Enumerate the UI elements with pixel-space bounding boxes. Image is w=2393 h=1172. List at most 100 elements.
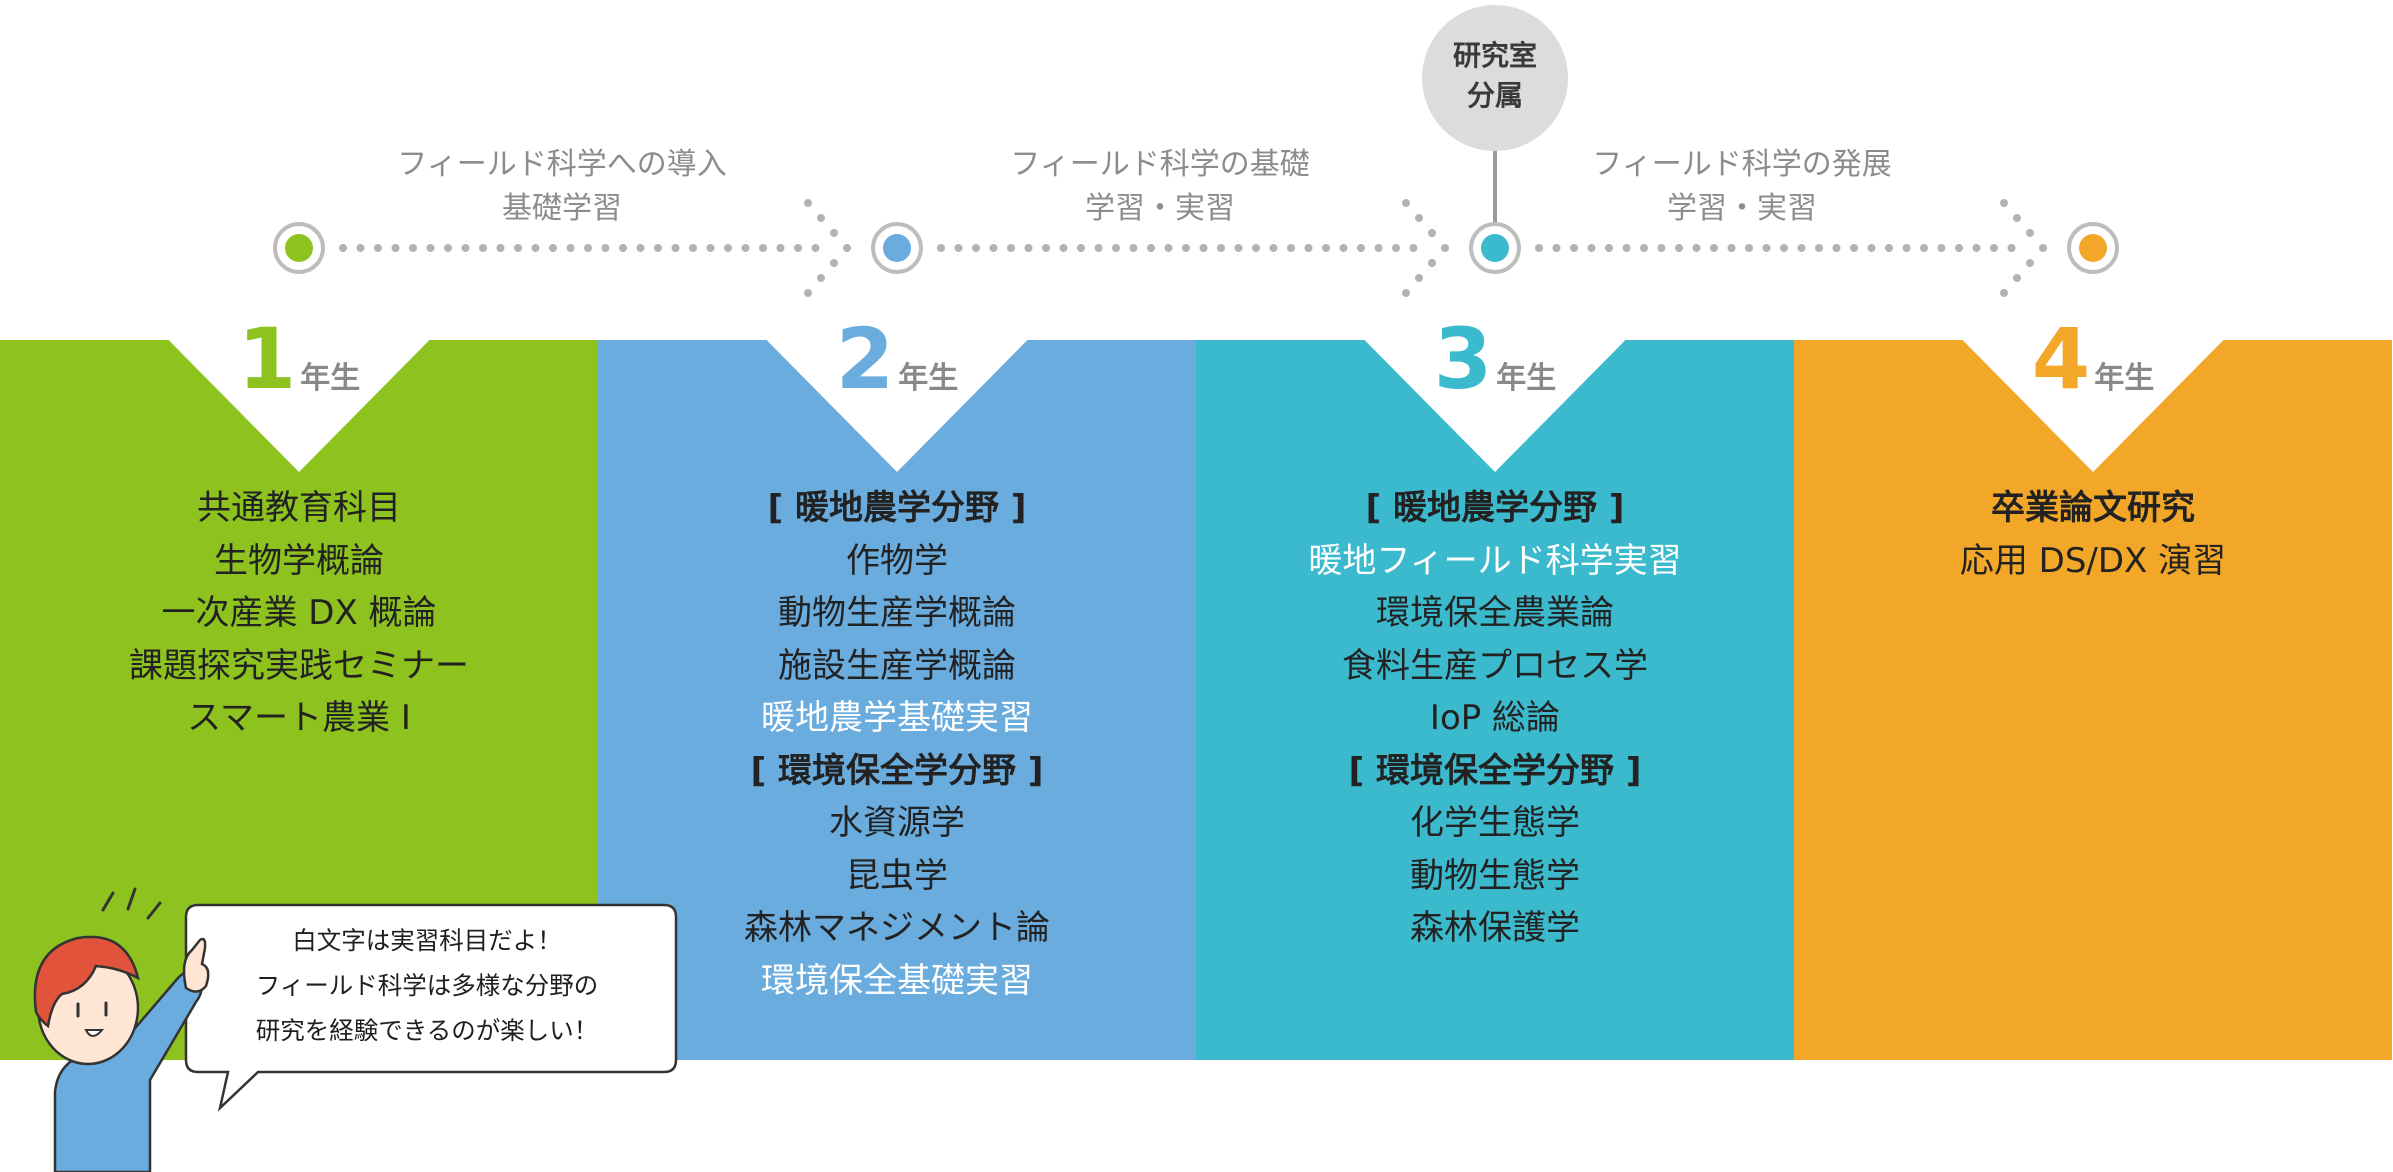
year-suffix: 年生 [1496, 361, 1557, 396]
arrow-dot [817, 274, 825, 282]
milestone-dot [285, 234, 313, 262]
timeline-dot [954, 244, 963, 252]
speech-bubble-text: 白文字は実習科目だよ！ フィールド科学は多様な分野の 研究を経験できるのが楽しい… [178, 918, 676, 1053]
timeline-dot [1199, 244, 1208, 252]
timeline-dot [1322, 244, 1330, 252]
timeline-dot [1409, 244, 1418, 252]
speech-bubble-line: フィールド科学は多様な分野の [255, 971, 599, 1000]
mouth [84, 1029, 105, 1037]
lab-assignment-badge: 研究室 分属 [1422, 5, 1568, 151]
arrow-dot [2013, 214, 2021, 222]
course-group-heading: [ 暖地農学分野 ] [767, 488, 1027, 528]
timeline-dot [1902, 244, 1911, 252]
arrow-dot [2039, 244, 2047, 252]
arrow-dot [2000, 199, 2008, 207]
year-number: 4 [2031, 310, 2091, 408]
milestone-dot [1481, 234, 1509, 262]
course-item: 課題探究実践セミナー [129, 645, 469, 686]
timeline-dot [1675, 244, 1683, 252]
timeline-dot [601, 244, 610, 252]
arrow-dot [2026, 229, 2034, 237]
timeline-dot [972, 244, 980, 252]
timeline-dot [1535, 244, 1543, 252]
excitement-mark [146, 901, 162, 920]
speech-bubble-line: 白文字は実習科目だよ！ [292, 926, 562, 955]
course-group-heading: [ 環境保全学分野 ] [750, 750, 1044, 791]
course-list: 共通教育科目生物学概論一次産業 DX 概論課題探究実践セミナースマート農業 I [0, 482, 598, 745]
timeline-dot [811, 244, 820, 252]
timeline-dot [759, 244, 767, 252]
milestone-dot [883, 234, 911, 262]
timeline-dot [1622, 244, 1631, 252]
timeline-dot [1850, 244, 1858, 252]
timeline-dot [339, 244, 347, 252]
year-1-notch [129, 300, 469, 472]
lab-badge-line: 分属 [1466, 79, 1523, 112]
practice-course-item: 暖地農学基礎実習 [761, 698, 1033, 738]
timeline-dot [531, 244, 540, 252]
speech-bubble-line: 研究を経験できるのが楽しい！ [255, 1016, 599, 1045]
arrow-dot [1441, 244, 1449, 252]
year-2-notch [727, 300, 1067, 472]
timeline-dot [1304, 244, 1313, 252]
timeline-dot [1815, 244, 1823, 252]
lab-badge-line: 研究室 [1452, 39, 1537, 72]
course-item: 共通教育科目 [197, 488, 401, 528]
timeline-dot [1937, 244, 1946, 252]
course-item: 応用 DS/DX 演習 [1959, 540, 2227, 581]
timeline-dot [619, 244, 627, 252]
practice-course-item: 環境保全基礎実習 [761, 960, 1033, 1001]
timeline-dot [1727, 244, 1736, 252]
timeline-dot [479, 244, 487, 252]
phase-label-line: フィールド科学の発展 [1592, 147, 1892, 182]
timeline-dot [706, 244, 715, 252]
timeline-dot [1059, 244, 1068, 252]
timeline-dot [937, 244, 945, 252]
timeline-dot [1007, 244, 1015, 252]
timeline-dot [1164, 244, 1173, 252]
year-4-notch [1923, 300, 2263, 472]
course-group-heading: [ 暖地農学分野 ] [1365, 488, 1625, 528]
arrow-dot [2000, 289, 2008, 297]
timeline-dot [1692, 244, 1701, 252]
course-item: 動物生産学概論 [778, 593, 1016, 633]
course-list: 卒業論文研究応用 DS/DX 演習 [1794, 482, 2392, 587]
excitement-mark [101, 891, 115, 912]
course-item: 環境保全農業論 [1376, 593, 1614, 633]
timeline-dot [356, 244, 365, 252]
timeline-dot [1605, 244, 1613, 252]
arrow-dot [1428, 229, 1436, 237]
phase-label-line: 学習・実習 [1667, 191, 1817, 226]
practice-course-item: 暖地フィールド科学実習 [1308, 540, 1682, 581]
course-item: 作物学 [846, 540, 948, 581]
timeline-dot [1885, 244, 1893, 252]
speech-bubble [184, 903, 678, 1112]
timeline-dot [1587, 244, 1596, 252]
timeline-dot [1374, 244, 1383, 252]
year-suffix: 年生 [300, 361, 361, 396]
year-3-notch [1325, 300, 1665, 472]
timeline-dot [391, 244, 400, 252]
timeline-dot [1129, 244, 1138, 252]
course-group-heading: [ 環境保全学分野 ] [1348, 750, 1642, 791]
timeline-dot [1217, 244, 1225, 252]
timeline-dot [1920, 244, 1928, 252]
timeline-dot [444, 244, 452, 252]
timeline [273, 199, 2119, 297]
phase-label-advanced: フィールド科学の発展 学習・実習 [1532, 143, 1952, 231]
arrow-dot [804, 289, 812, 297]
milestone-dot [2079, 234, 2107, 262]
timeline-dot [741, 244, 750, 252]
phase-label-basics: フィールド科学の基礎 学習・実習 [950, 143, 1370, 231]
arrow-dot [2013, 274, 2021, 282]
arrow-dot [1415, 214, 1423, 222]
course-item: 昆虫学 [846, 855, 948, 896]
timeline-dot [2007, 244, 2016, 252]
timeline-dot [584, 244, 592, 252]
timeline-dot [1234, 244, 1243, 252]
timeline-dot [776, 244, 785, 252]
timeline-dot [1552, 244, 1561, 252]
